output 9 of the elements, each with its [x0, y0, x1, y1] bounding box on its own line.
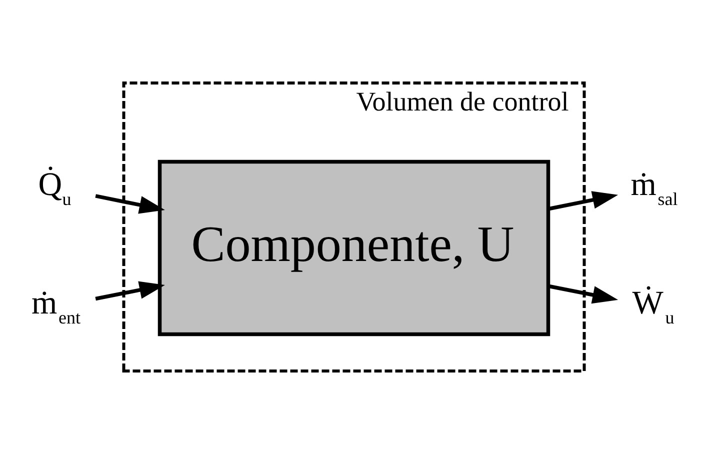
node-text: Ẇ$_{u}$	[632, 284, 674, 327]
node-text: Q̇$_{u}$	[38, 166, 72, 208]
arrow	[95, 194, 165, 214]
node-box: Componente, U	[158, 159, 550, 336]
arrow	[95, 280, 165, 300]
arrow	[548, 190, 618, 210]
node-text: ṁ$_{sal}$	[630, 166, 678, 208]
arrow	[548, 284, 618, 304]
node-text: ṁ$_{ent}$	[32, 284, 80, 327]
